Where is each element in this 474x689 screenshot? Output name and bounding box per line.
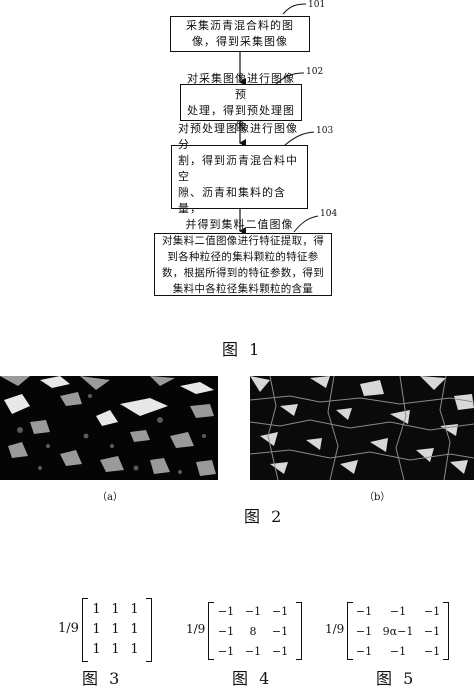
flowchart-connectors <box>239 3 319 235</box>
matrix-3-left-bracket <box>82 598 88 662</box>
step-ref-101: 101 <box>308 0 326 10</box>
step-ref-103: 103 <box>316 126 334 136</box>
leader-102 <box>274 72 305 86</box>
matrix-4-prefix: 1/9 <box>186 622 206 636</box>
matrix-4-grid: −1 −1 −1 −1 8 −1 −1 −1 −1 <box>214 602 292 662</box>
matrix-4-left-bracket <box>208 602 214 660</box>
flow-step-104: 对集料二值图像进行特征提取，得 到各种粒径的集料颗粒的特征参 数，根据所得到的特… <box>154 233 332 296</box>
matrix-5-cell: −1 <box>423 625 441 638</box>
step-ref-104: 104 <box>320 209 338 219</box>
leader-104 <box>293 215 319 233</box>
matrix-4-cell: −1 <box>271 625 289 638</box>
flow-step-101-line2: 像，得到采集图像 <box>192 35 288 48</box>
flow-step-101-line1: 采集沥青混合料的图 <box>186 19 294 32</box>
figure-1-caption: 图 1 <box>222 340 263 359</box>
matrix-figure-4: 1/9 −1 −1 −1 −1 8 −1 −1 −1 −1 <box>186 602 302 662</box>
matrix-4-cell: −1 <box>271 605 289 618</box>
matrix-figure-5: 1/9 −1 −1 −1 −1 9α−1 −1 −1 −1 −1 <box>325 602 449 660</box>
matrix-3-right-bracket <box>146 598 152 662</box>
flow-step-103-line4: 并得到集料二值图像 <box>185 218 294 231</box>
matrix-3-cell: 1 <box>92 642 101 657</box>
matrix-4-cell: −1 <box>271 645 289 658</box>
matrix-3-cell: 1 <box>130 642 139 657</box>
matrix-4-cell: −1 <box>217 645 235 658</box>
flow-step-104-line4: 集料中各粒径集料颗粒的含量 <box>172 282 314 295</box>
figure-5-caption: 图 5 <box>376 669 417 688</box>
flow-step-102-line2: 处理，得到预处理图像 <box>187 103 295 133</box>
figure-2-caption: 图 2 <box>244 507 285 526</box>
figure-3-caption: 图 3 <box>82 669 123 688</box>
matrix-5-cell: −1 <box>355 625 373 638</box>
flow-step-104-line1: 对集料二值图像进行特征提取，得 <box>162 234 324 247</box>
figure-2b-label: （b） <box>364 492 391 503</box>
flow-step-104-line3: 数，根据所得到的特征参数，得到 <box>162 266 324 279</box>
matrix-5-grid: −1 −1 −1 −1 9α−1 −1 −1 −1 −1 <box>353 602 443 662</box>
matrix-5-cell: −1 <box>355 645 373 658</box>
matrix-4-cell: 8 <box>249 625 257 638</box>
matrix-3-grid: 1 1 1 1 1 1 1 1 1 <box>88 600 143 660</box>
matrix-4-cell: −1 <box>217 625 235 638</box>
matrix-3-cell: 1 <box>130 622 139 637</box>
matrix-5-prefix: 1/9 <box>325 622 345 636</box>
matrix-5-cell: −1 <box>389 605 407 618</box>
figure-2a-label: （a） <box>97 492 123 503</box>
flow-step-103-line1: 对预处理图像进行图像分 <box>178 122 298 151</box>
matrix-3-cell: 1 <box>92 622 101 637</box>
matrix-figure-3: 1/9 1 1 1 1 1 1 1 1 1 <box>58 598 152 662</box>
flow-step-102-line1: 对采集图像进行图像预 <box>187 71 295 101</box>
flow-step-102: 对采集图像进行图像预 处理，得到预处理图像 <box>180 72 302 133</box>
matrix-5-right-bracket <box>443 602 449 660</box>
matrix-3-cell: 1 <box>92 602 101 617</box>
matrix-4-cell: −1 <box>244 605 262 618</box>
leader-101 <box>282 3 307 15</box>
matrix-5-cell: −1 <box>389 645 407 658</box>
figure-4-caption: 图 4 <box>232 669 273 688</box>
matrix-4-cell: −1 <box>244 645 262 658</box>
asphalt-photo-a <box>0 376 218 480</box>
step-ref-102: 102 <box>306 67 324 77</box>
flow-step-104-line2: 到各种粒径的集料颗粒的特征参 <box>167 250 319 263</box>
matrix-4-right-bracket <box>296 602 302 660</box>
matrix-3-cell: 1 <box>111 642 120 657</box>
matrix-5-cell: 9α−1 <box>382 625 414 638</box>
matrix-3-cell: 1 <box>111 622 120 637</box>
flow-step-103-line3: 隙、沥青和集料的含量， <box>178 186 286 215</box>
matrix-5-cell: −1 <box>423 605 441 618</box>
flow-step-101: 采集沥青混合料的图 像，得到采集图像 <box>170 16 310 52</box>
matrix-4-cell: −1 <box>217 605 235 618</box>
matrix-3-prefix: 1/9 <box>58 621 79 636</box>
matrix-3-cell: 1 <box>111 602 120 617</box>
flow-step-103-line2: 割，得到沥青混合料中空 <box>178 154 298 183</box>
leader-103 <box>284 131 315 146</box>
matrix-5-cell: −1 <box>423 645 441 658</box>
matrix-5-cell: −1 <box>355 605 373 618</box>
asphalt-photo-b <box>250 376 474 480</box>
matrix-3-cell: 1 <box>130 602 139 617</box>
matrix-5-left-bracket <box>347 602 353 660</box>
flow-step-103: 对预处理图像进行图像分 割，得到沥青混合料中空 隙、沥青和集料的含量， 并得到集… <box>171 122 308 231</box>
